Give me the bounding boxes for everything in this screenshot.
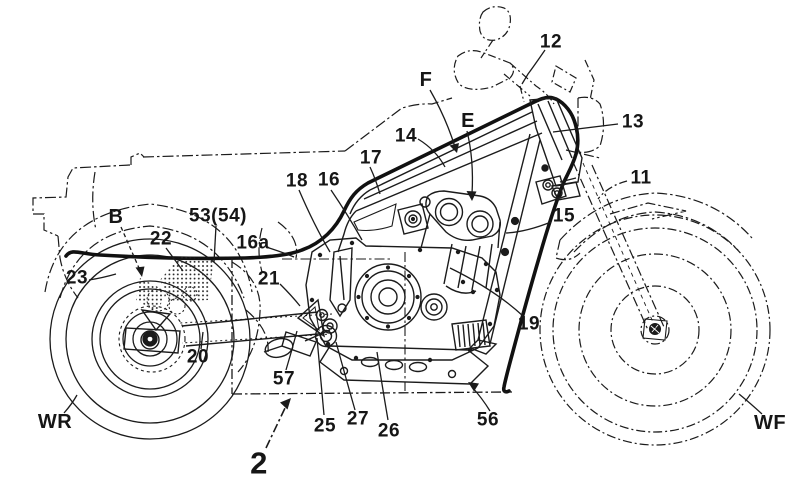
arrowheads bbox=[135, 143, 479, 410]
ref-label-11: 11 bbox=[630, 167, 652, 189]
hidden-gear-region bbox=[136, 256, 214, 315]
ref-label-26: 26 bbox=[377, 420, 401, 442]
ref-label-E: E bbox=[461, 110, 475, 132]
ref-label-22: 22 bbox=[149, 228, 173, 250]
ref-label-16a: 16a bbox=[236, 232, 270, 254]
ref-label-B: B bbox=[108, 206, 124, 228]
ref-label-14: 14 bbox=[394, 125, 418, 147]
ref-label-56: 56 bbox=[476, 409, 500, 431]
figure-number-2: 2 bbox=[250, 445, 268, 481]
ref-label-53-54: 53(54) bbox=[189, 205, 247, 227]
ref-label-19: 19 bbox=[517, 313, 541, 335]
ref-label-F: F bbox=[419, 69, 433, 91]
front-fork-fender-phantom bbox=[555, 96, 753, 331]
rear-wheel bbox=[49, 238, 251, 440]
rear-fender-phantom bbox=[32, 97, 453, 373]
ref-label-16: 16 bbox=[317, 169, 341, 191]
ref-label-17: 17 bbox=[359, 147, 383, 169]
frame-solid bbox=[315, 97, 583, 355]
section-2-boundary bbox=[231, 252, 513, 395]
front-axle bbox=[642, 318, 668, 341]
ref-label-23: 23 bbox=[65, 267, 89, 289]
thick-boundary-line bbox=[64, 95, 580, 394]
ref-label-21: 21 bbox=[257, 268, 281, 290]
ref-label-15: 15 bbox=[552, 205, 576, 227]
ref-label-12: 12 bbox=[539, 31, 563, 53]
ref-label-57: 57 bbox=[272, 368, 296, 390]
ref-label-27: 27 bbox=[346, 408, 370, 430]
leader-lines bbox=[63, 49, 763, 449]
ref-label-18: 18 bbox=[285, 170, 309, 192]
engine bbox=[263, 190, 502, 385]
ref-label-WR: WR bbox=[37, 411, 73, 433]
ref-label-13: 13 bbox=[621, 111, 645, 133]
ref-label-20: 20 bbox=[186, 346, 210, 368]
swingarm bbox=[123, 309, 333, 354]
front-wheel bbox=[539, 214, 771, 446]
ref-label-WF: WF bbox=[753, 412, 787, 434]
ref-label-25: 25 bbox=[313, 415, 337, 437]
handlebar-mirror-phantom bbox=[453, 6, 595, 105]
